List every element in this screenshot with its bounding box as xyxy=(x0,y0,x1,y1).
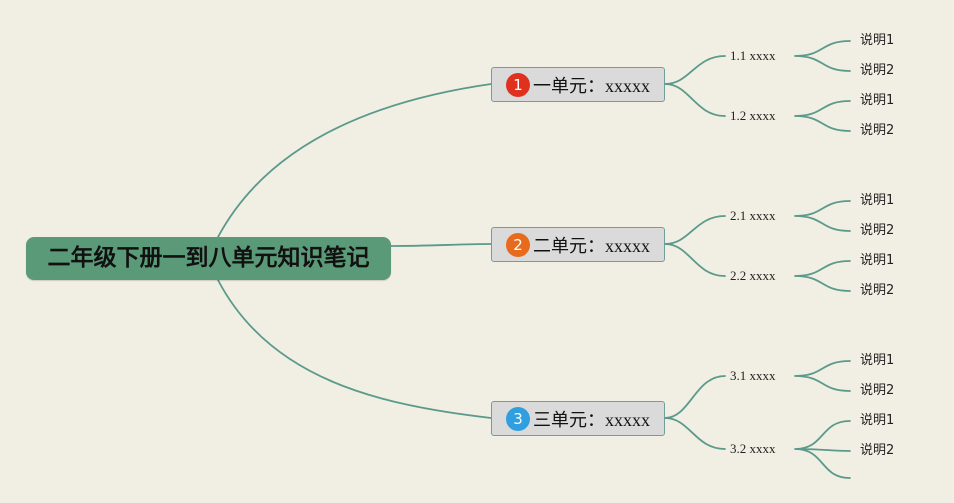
root-topic[interactable]: 二年级下册一到八单元知识笔记 xyxy=(26,237,391,280)
subtopic-2-1[interactable]: 2.1 xxxx xyxy=(730,208,776,223)
unit-label: 二单元：xxxxx xyxy=(533,235,650,257)
subtopic-3-2[interactable]: 3.2 xxxx xyxy=(730,441,776,456)
unit-topic-3[interactable]: 3 三单元：xxxxx xyxy=(491,401,665,436)
connector-unit-3-sub-2 xyxy=(664,417,726,450)
number-3-icon: 3 xyxy=(506,406,530,431)
subtopic-1-1[interactable]: 1.1 xxxx xyxy=(730,48,776,63)
leaf-2-2-1[interactable]: 说明1 xyxy=(860,253,895,268)
leaf-2-1-2[interactable]: 说明2 xyxy=(860,223,895,238)
connector-root-unit-1 xyxy=(217,83,492,238)
leaf-3-2-1[interactable]: 说明1 xyxy=(860,413,895,428)
subtopic-2-2[interactable]: 2.2 xxxx xyxy=(730,268,776,283)
connector-unit-2-sub-1 xyxy=(664,215,726,245)
leaf-2-1-1[interactable]: 说明1 xyxy=(860,193,895,208)
leaf-1-1-2[interactable]: 说明2 xyxy=(860,63,895,78)
connector-unit-3-sub-1 xyxy=(664,375,726,419)
connector-sub-3-2-leaves xyxy=(794,420,851,479)
leaf-1-2-1[interactable]: 说明1 xyxy=(860,93,895,108)
connector-sub-1-1-leaves xyxy=(794,40,851,72)
unit-topic-2[interactable]: 2 二单元：xxxxx xyxy=(491,227,665,262)
leaf-3-2-2[interactable]: 说明2 xyxy=(860,443,895,458)
leaf-1-2-2[interactable]: 说明2 xyxy=(860,123,895,138)
connector-root-unit-2 xyxy=(390,243,492,247)
leaf-3-1-1[interactable]: 说明1 xyxy=(860,353,895,368)
subtopic-3-1[interactable]: 3.1 xxxx xyxy=(730,368,776,383)
connector-sub-1-2-leaves xyxy=(794,100,851,132)
connector-root-unit-3 xyxy=(217,279,492,419)
leaf-2-2-2[interactable]: 说明2 xyxy=(860,283,895,298)
unit-label: 三单元：xxxxx xyxy=(533,409,650,431)
connector-sub-2-1-leaves xyxy=(794,200,851,232)
connector-sub-2-2-leaves xyxy=(794,260,851,292)
leaf-1-1-1[interactable]: 说明1 xyxy=(860,33,895,48)
number-2-icon: 2 xyxy=(506,232,530,257)
number-1-icon: 1 xyxy=(506,72,530,97)
connector-unit-1-sub-2 xyxy=(664,83,726,117)
unit-topic-1[interactable]: 1 一单元：xxxxx xyxy=(491,67,665,102)
subtopic-1-2[interactable]: 1.2 xxxx xyxy=(730,108,776,123)
leaf-3-1-2[interactable]: 说明2 xyxy=(860,383,895,398)
connector-unit-2-sub-2 xyxy=(664,243,726,277)
connector-unit-1-sub-1 xyxy=(664,55,726,85)
connector-sub-3-1-leaves xyxy=(794,360,851,392)
unit-label: 一单元：xxxxx xyxy=(533,75,650,97)
